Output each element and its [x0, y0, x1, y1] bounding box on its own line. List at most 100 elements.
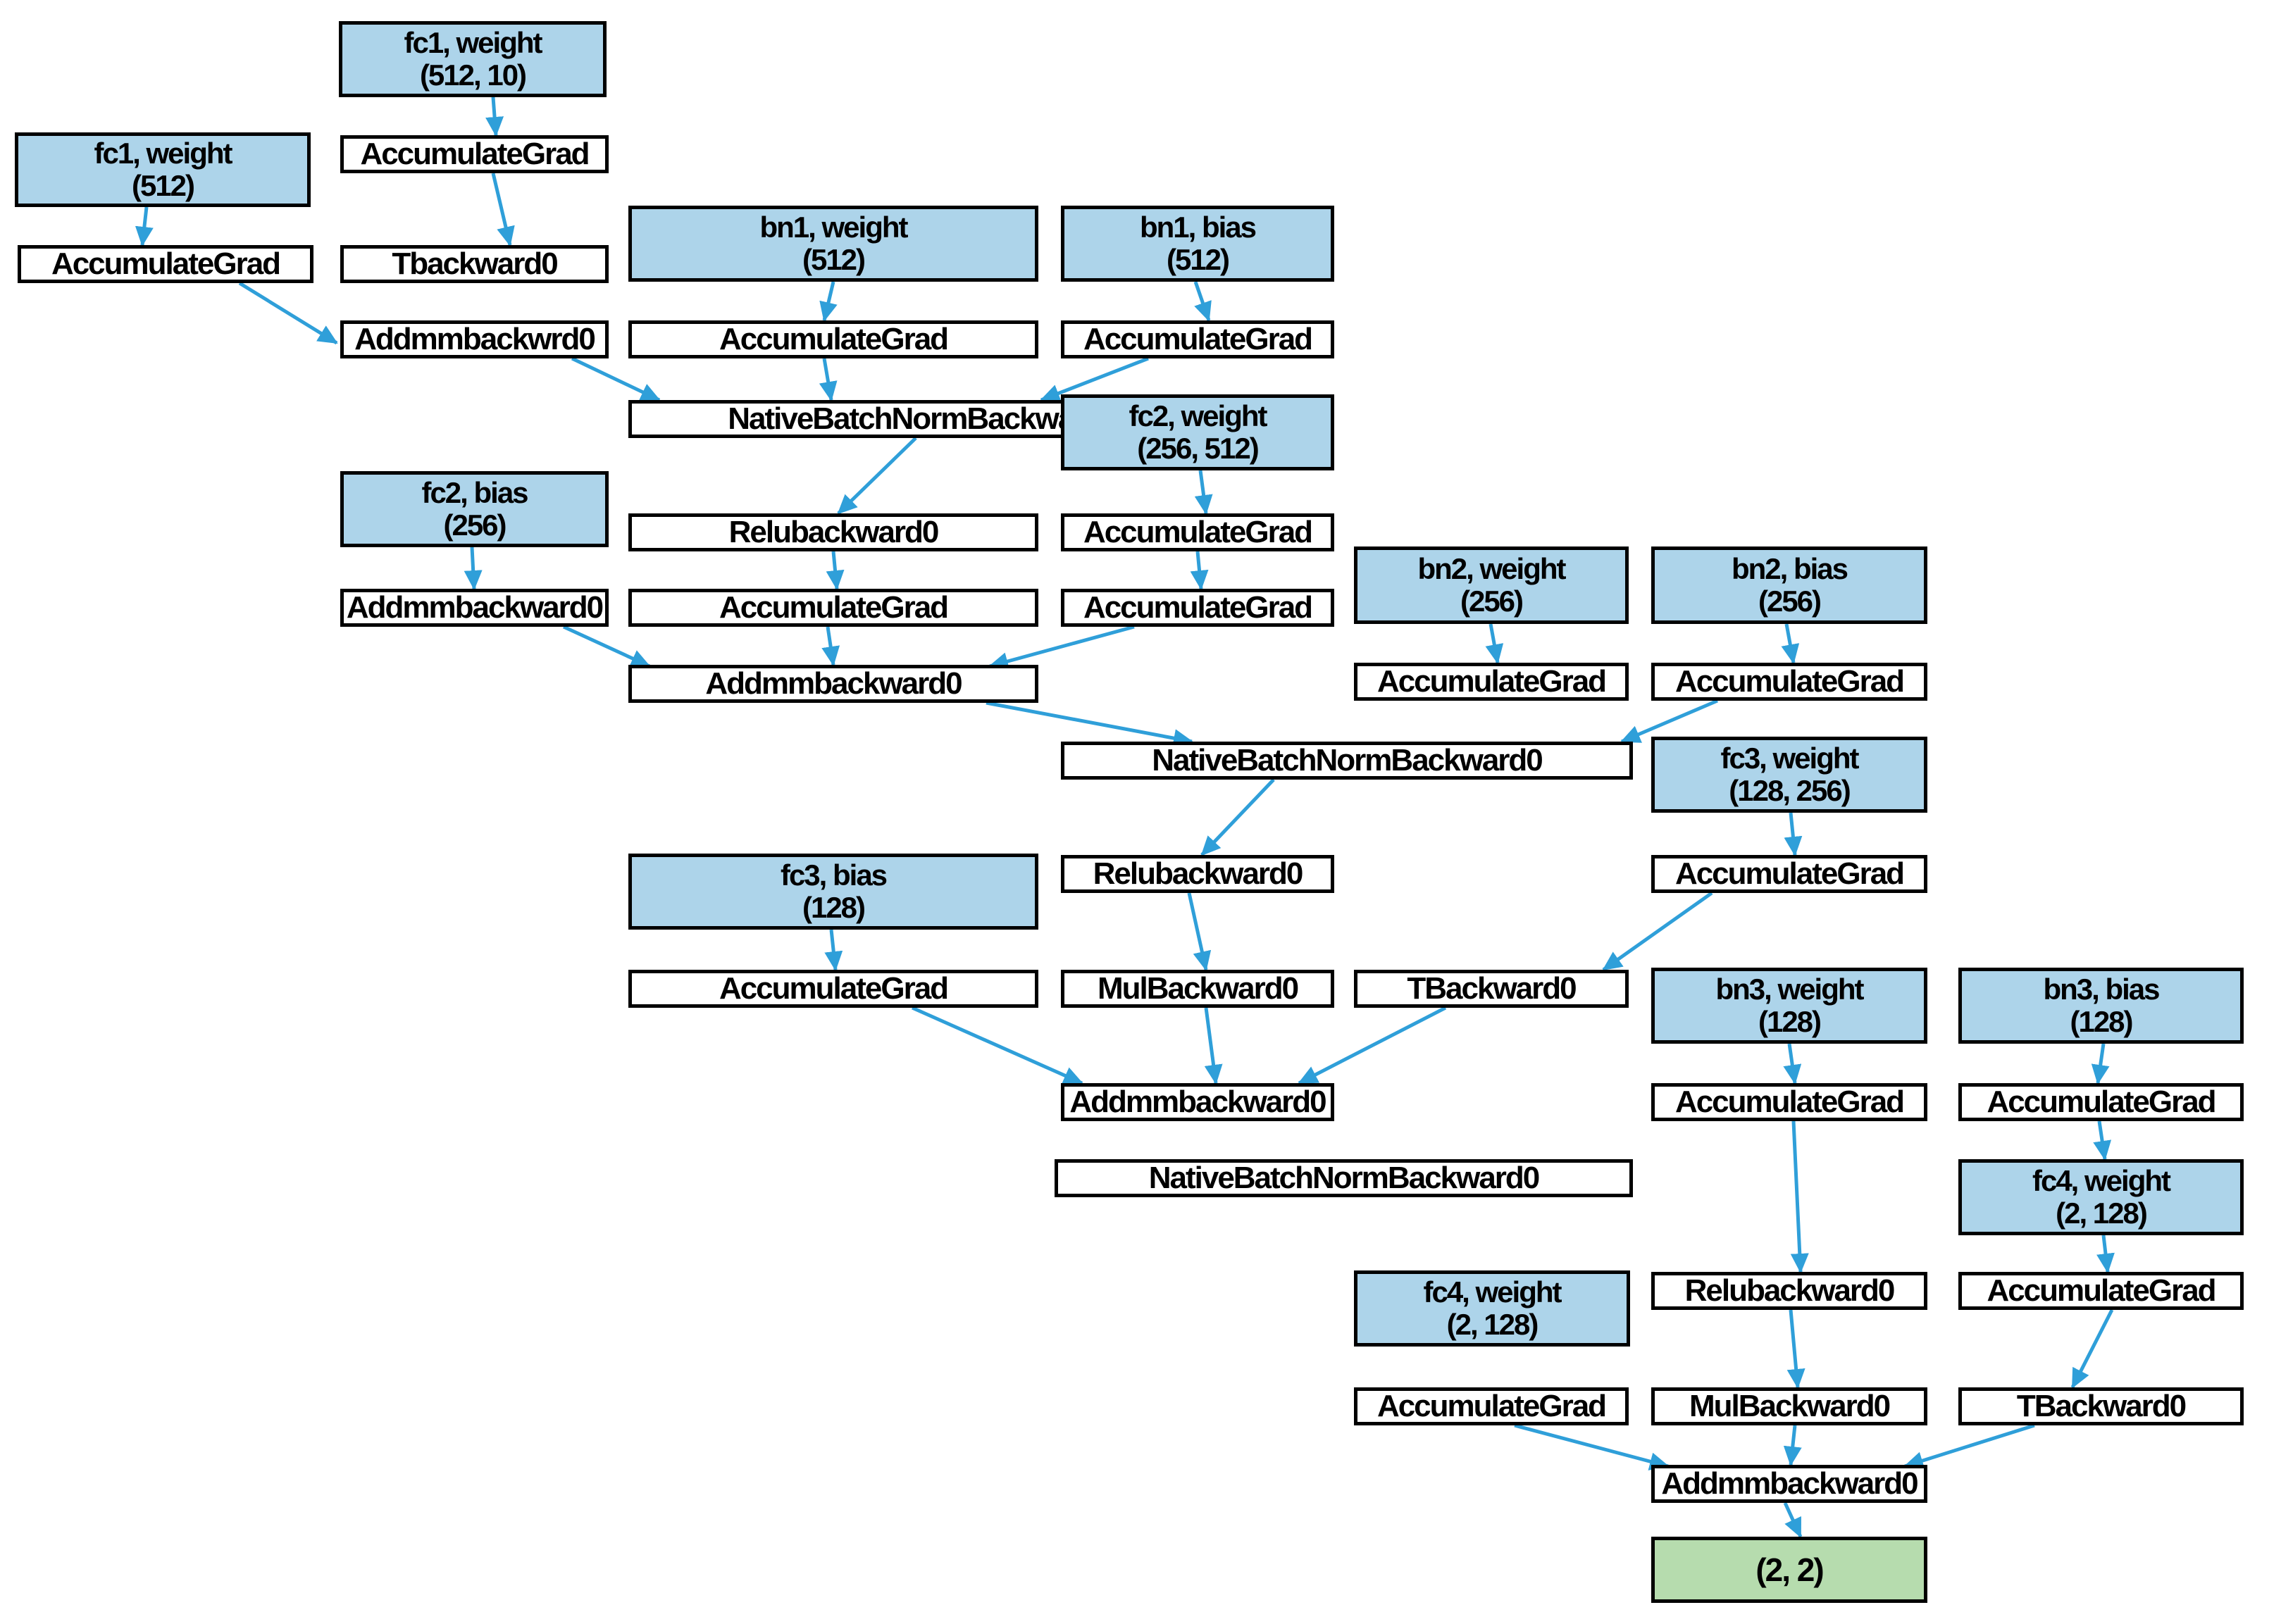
edge-fc4-weight-g13-to-accumulategrad-g14: [2096, 1235, 2115, 1273]
node-label: fc1, weight: [404, 26, 542, 59]
edge-fc1-weight-512-10-to-accumulategrad-b2: [485, 96, 504, 137]
edge-accumulategrad-f8-to-nativebatchnormbackward0-r9: [1620, 699, 1718, 744]
node-label: bn2, weight: [1417, 552, 1567, 585]
node-label: fc1, weight: [94, 137, 232, 170]
node-tbackward0-g15: TBackward0: [1958, 1387, 2244, 1425]
node-label: AccumulateGrad: [1674, 1085, 1905, 1119]
edge-accumulategrad-c11-to-addmmbackward0-d12: [911, 1006, 1083, 1085]
node-label: Addmmbackward0: [1069, 1085, 1326, 1119]
node-sublabel: (512, 10): [419, 58, 527, 92]
node-sublabel: (256): [443, 508, 506, 542]
node-addmmbackwrd0-b4: Addmmbackwrd0: [340, 320, 609, 358]
node-label: Addmmbackward0: [346, 590, 604, 625]
node-sublabel: (256): [1758, 585, 1822, 618]
edge-accumulategrad-g12-to-fc4-weight-g13: [2093, 1120, 2112, 1161]
node-label: fc2, weight: [1129, 399, 1267, 432]
node-bn1-bias: bn1, bias(512): [1061, 206, 1334, 282]
node-label: AccumulateGrad: [719, 971, 949, 1006]
edge-fc2-bias-to-addmmbackward0-b7: [464, 546, 483, 590]
node-label: AccumulateGrad: [1083, 322, 1313, 356]
edge-accumulategrad-c4-to-nativebatchnormbackward0-r5: [819, 358, 838, 401]
node-label: fc2, bias: [421, 476, 528, 509]
edge-accumulategrad-d7-to-addmmbackward0-c8: [988, 625, 1135, 670]
edge-bn3-weight-to-accumulategrad-f12: [1783, 1043, 1802, 1085]
node-accumulategrad-d6: AccumulateGrad: [1061, 513, 1334, 551]
edge-addmmbackwrd0-b4-to-nativebatchnormbackward0-r5: [571, 356, 661, 402]
node-accumulategrad-c7: AccumulateGrad: [628, 589, 1038, 627]
edge-relubackward0-c6-to-accumulategrad-c7: [826, 551, 845, 590]
node-label: Relubackward0: [1684, 1273, 1896, 1308]
node-label: bn1, weight: [759, 211, 909, 244]
node-accumulategrad-c11: AccumulateGrad: [628, 970, 1038, 1008]
edge-accumulategrad-f10-to-tbackward0-e11: [1602, 891, 1713, 972]
node-addmmbackward0-d12: Addmmbackward0: [1061, 1083, 1334, 1121]
edge-nativebatchnormbackward0-r5-to-relubackward0-c6: [837, 437, 917, 515]
node-label: AccumulateGrad: [1987, 1273, 2216, 1308]
node-accumulategrad-a3: AccumulateGrad: [18, 245, 313, 283]
node-tbackward0-e11: TBackward0: [1354, 970, 1629, 1008]
node-accumulategrad-b2: AccumulateGrad: [340, 135, 609, 173]
edge-fc3-bias-to-accumulategrad-c11: [824, 929, 843, 971]
node-label: NativeBatchNormBackward0: [728, 401, 1119, 436]
node-fc2-bias: fc2, bias(256): [340, 471, 609, 547]
node-sublabel: (2, 128): [1446, 1308, 1539, 1341]
node-label: bn1, bias: [1139, 211, 1257, 244]
edge-nativebatchnormbackward0-r9-to-relubackward0-d10: [1200, 778, 1275, 856]
edge-bn1-bias-to-accumulategrad-d4: [1193, 281, 1212, 322]
node-label: bn3, weight: [1715, 973, 1865, 1006]
node-label: MulBackward0: [1689, 1389, 1891, 1423]
node-addmmbackward0-f16: Addmmbackward0: [1651, 1465, 1927, 1503]
edge-bn2-bias-to-accumulategrad-f8: [1781, 623, 1800, 664]
node-sublabel: (2, 128): [2056, 1197, 2148, 1230]
node-nativebatchnormbackward0-r9: NativeBatchNormBackward0: [1061, 742, 1633, 780]
node-label: NativeBatchNormBackward0: [1152, 743, 1543, 777]
edge-addmmbackward0-f16-to-output-2-2: [1783, 1501, 1803, 1538]
node-label: Tbackward0: [392, 246, 558, 281]
node-label: AccumulateGrad: [1376, 1389, 1607, 1423]
edge-mulbackward0-f15-to-addmmbackward0-f16: [1783, 1425, 1802, 1466]
node-relubackward0-d10: Relubackward0: [1061, 855, 1334, 893]
node-label: AccumulateGrad: [719, 590, 949, 625]
edge-accumulategrad-c7-to-addmmbackward0-c8: [821, 626, 840, 666]
node-sublabel: (128): [1758, 1005, 1822, 1038]
node-sublabel: (512): [131, 169, 195, 202]
node-bn3-weight: bn3, weight(128): [1651, 968, 1927, 1044]
node-fc1-weight-512: fc1, weight(512): [15, 132, 311, 207]
edge-addmmbackward0-b7-to-addmmbackward0-c8: [562, 625, 651, 668]
node-sublabel: (256): [1460, 585, 1524, 618]
node-nativebatchnormbackward0-r13: NativeBatchNormBackward0: [1055, 1159, 1633, 1197]
edge-bn3-bias-to-accumulategrad-g12: [2091, 1043, 2110, 1085]
node-label: AccumulateGrad: [51, 246, 281, 281]
node-bn2-bias: bn2, bias(256): [1651, 546, 1927, 624]
node-accumulategrad-g14: AccumulateGrad: [1958, 1272, 2244, 1310]
node-relubackward0-f14: Relubackward0: [1651, 1272, 1927, 1310]
node-label: AccumulateGrad: [1083, 515, 1313, 549]
node-sublabel: (128): [802, 891, 866, 924]
node-label: bn2, bias: [1731, 552, 1848, 585]
node-label: NativeBatchNormBackward0: [1148, 1161, 1541, 1195]
node-label: fc3, bias: [780, 858, 888, 892]
node-sublabel: (512): [1166, 243, 1230, 276]
edge-accumulategrad-a3-to-addmmbackwrd0-b4: [238, 281, 338, 345]
node-sublabel: (128, 256): [1729, 774, 1851, 807]
edge-accumulategrad-b2-to-tbackward0-b3: [491, 173, 515, 246]
edge-relubackward0-f14-to-mulbackward0-f15: [1786, 1309, 1805, 1389]
edge-accumulategrad-f12-to-relubackward0-f14: [1790, 1120, 1809, 1273]
node-fc2-weight: fc2, weight(256, 512): [1061, 394, 1334, 470]
edge-bn2-weight-to-accumulategrad-e8: [1485, 623, 1504, 664]
node-label: Addmmbackwrd0: [354, 322, 596, 356]
node-tbackward0-b3: Tbackward0: [340, 245, 609, 283]
node-label: AccumulateGrad: [1376, 664, 1607, 699]
node-accumulategrad-f10: AccumulateGrad: [1651, 855, 1927, 893]
edge-bn1-weight-to-accumulategrad-c4: [819, 281, 838, 322]
edge-relubackward0-d10-to-mulbackward0-d11: [1187, 892, 1212, 971]
node-accumulategrad-f12: AccumulateGrad: [1651, 1083, 1927, 1121]
node-sublabel: (256, 512): [1137, 432, 1259, 465]
node-label: fc3, weight: [1720, 742, 1859, 775]
node-label: AccumulateGrad: [1083, 590, 1313, 625]
edge-accumulategrad-d6-to-accumulategrad-d7: [1190, 551, 1209, 590]
node-mulbackward0-f15: MulBackward0: [1651, 1387, 1927, 1425]
node-fc3-bias: fc3, bias(128): [628, 854, 1038, 930]
node-label: AccumulateGrad: [1987, 1085, 2216, 1119]
